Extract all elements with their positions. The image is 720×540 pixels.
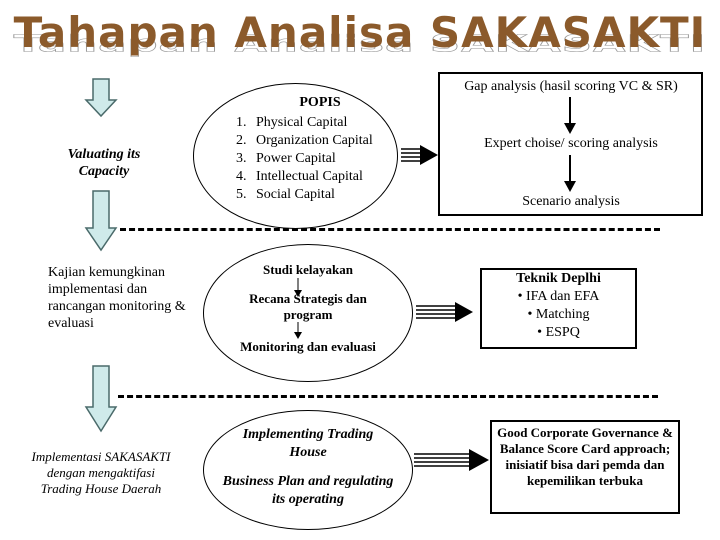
list-item: Organization Capital: [250, 132, 373, 150]
down-arrow-icon: [84, 190, 118, 252]
studi-kelayakan-text: Studi kelayakan: [263, 262, 353, 277]
stage1-box: [438, 72, 703, 216]
renstra-text: Recana Strategis dan program: [249, 291, 367, 322]
stage1-ellipse: [193, 83, 398, 229]
scenario-analysis-text: Scenario analysis: [522, 194, 620, 209]
implementing-trading-house-text: Implementing Trading House: [242, 427, 374, 460]
list-item: Intellectual Capital: [250, 168, 373, 186]
section-divider: [118, 395, 658, 398]
right-arrow-icon: [416, 302, 473, 322]
down-arrow-icon: [564, 155, 576, 192]
teknik-delphi-heading: Teknik Deplhi: [516, 271, 601, 286]
down-arrow-icon: [294, 322, 302, 339]
bullet-item: • IFA dan EFA: [517, 289, 600, 304]
monitoring-evaluasi-text: Monitoring dan evaluasi: [240, 339, 376, 354]
bullet-item: • ESPQ: [537, 325, 580, 340]
right-arrow-icon: [414, 449, 489, 471]
stage3-side-label: Implementasi SAKASAKTI dengan mengaktifa…: [31, 449, 171, 496]
gap-analysis-text: Gap analysis (hasil scoring VC & SR): [464, 79, 678, 94]
popis-list: Physical Capital Organization Capital Po…: [222, 114, 373, 204]
business-plan-text: Business Plan and regulating its operati…: [222, 474, 394, 507]
title-shadow: Tahapan Analisa SAKASAKTI: [13, 30, 707, 58]
bullet-item: • Matching: [527, 307, 590, 322]
stage3-ellipse: [203, 410, 413, 530]
stage3-box: [490, 420, 680, 514]
down-arrow-icon: [294, 278, 302, 297]
down-arrow-icon: [84, 78, 118, 118]
down-arrow-icon: [564, 97, 576, 134]
section-divider: [120, 228, 660, 231]
stage2-ellipse: [203, 244, 413, 382]
list-item: Social Capital: [250, 186, 373, 204]
right-arrow-icon: [401, 145, 438, 165]
stage2-side-label: Kajian kemungkinan implementasi dan ranc…: [48, 265, 186, 331]
page-title: Tahapan Analisa SAKASAKTI: [13, 8, 707, 57]
list-item: Power Capital: [250, 150, 373, 168]
popis-heading: POPIS: [299, 95, 341, 110]
down-arrow-icon: [84, 365, 118, 433]
expert-choise-text: Expert choise/ scoring analysis: [484, 136, 658, 151]
gcg-text: Good Corporate Governance & Balance Scor…: [497, 425, 673, 488]
stage2-box: [480, 268, 637, 349]
stage1-side-label: Valuating its Capacity: [67, 147, 141, 179]
list-item: Physical Capital: [250, 114, 373, 132]
